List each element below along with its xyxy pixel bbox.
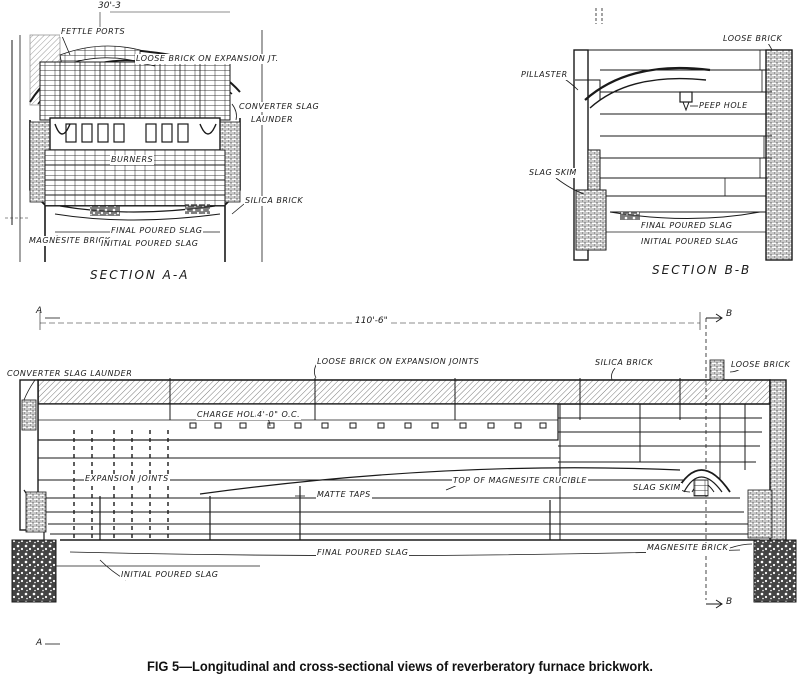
label-final-poured-slag-aa: FINAL POURED SLAG: [110, 226, 204, 236]
cut-marker-a-top: A: [36, 306, 43, 316]
label-final-poured-slag-bb: FINAL POURED SLAG: [640, 221, 734, 231]
label-charge-holes: CHARGE HOLES: [196, 410, 268, 420]
label-initial-poured-slag-aa: INITIAL POURED SLAG: [100, 239, 200, 249]
label-slag-skim-bb: SLAG SKIM: [528, 168, 578, 178]
label-launder: LAUNDER: [250, 115, 295, 125]
label-magnesite-brick-aa: MAGNESITE BRICK: [28, 236, 112, 246]
section-aa-title: SECTION A-A: [90, 268, 190, 282]
label-pillaster: PILLASTER: [520, 70, 569, 80]
cut-marker-b-bottom: B: [726, 597, 733, 607]
figure-caption: FIG 5—Longitudinal and cross-sectional v…: [146, 658, 654, 674]
section-bb-title: SECTION B-B: [652, 263, 752, 277]
label-loose-brick-expansion-jt: LOOSE BRICK ON EXPANSION JT.: [135, 54, 280, 64]
cut-marker-a-bottom: A: [36, 638, 43, 648]
overall-length-dimension: 110'-6": [352, 316, 391, 326]
label-initial-poured-slag-long: INITIAL POURED SLAG: [120, 570, 220, 580]
label-expansion-joints: EXPANSION JOINTS: [84, 474, 170, 484]
label-loose-brick-long: LOOSE BRICK: [730, 360, 792, 370]
label-silica-brick-aa: SILICA BRICK: [244, 196, 305, 206]
label-fettle-ports: FETTLE PORTS: [60, 27, 127, 37]
section-aa-drawing: [5, 11, 263, 262]
label-slag-skim-long: SLAG SKIM: [632, 483, 682, 493]
label-converter-slag-launder: CONVERTER SLAG LAUNDER: [6, 369, 134, 379]
section-aa-dimension: 30'-3: [98, 1, 121, 11]
label-burners: BURNERS: [110, 155, 155, 165]
label-top-of-magnesite-crucible: TOP OF MAGNESITE CRUCIBLE: [452, 476, 588, 486]
label-final-poured-slag-long: FINAL POURED SLAG: [316, 548, 410, 558]
label-matte-taps: MATTE TAPS: [316, 490, 372, 500]
label-initial-poured-slag-bb: INITIAL POURED SLAG: [640, 237, 740, 247]
section-bb-drawing: [555, 8, 793, 261]
label-loose-brick-expansion-joints: LOOSE BRICK ON EXPANSION JOINTS: [316, 357, 481, 367]
label-peep-hole: PEEP HOLE: [698, 101, 749, 111]
label-converter-slag: CONVERTER SLAG: [238, 102, 321, 112]
label-silica-brick-long: SILICA BRICK: [594, 358, 655, 368]
label-loose-brick-bb: LOOSE BRICK: [722, 34, 784, 44]
cut-marker-b-top: B: [726, 309, 733, 319]
label-charge-spacing: 4'-0" O.C.: [256, 410, 302, 420]
label-magnesite-brick-long: MAGNESITE BRICK: [646, 543, 730, 553]
